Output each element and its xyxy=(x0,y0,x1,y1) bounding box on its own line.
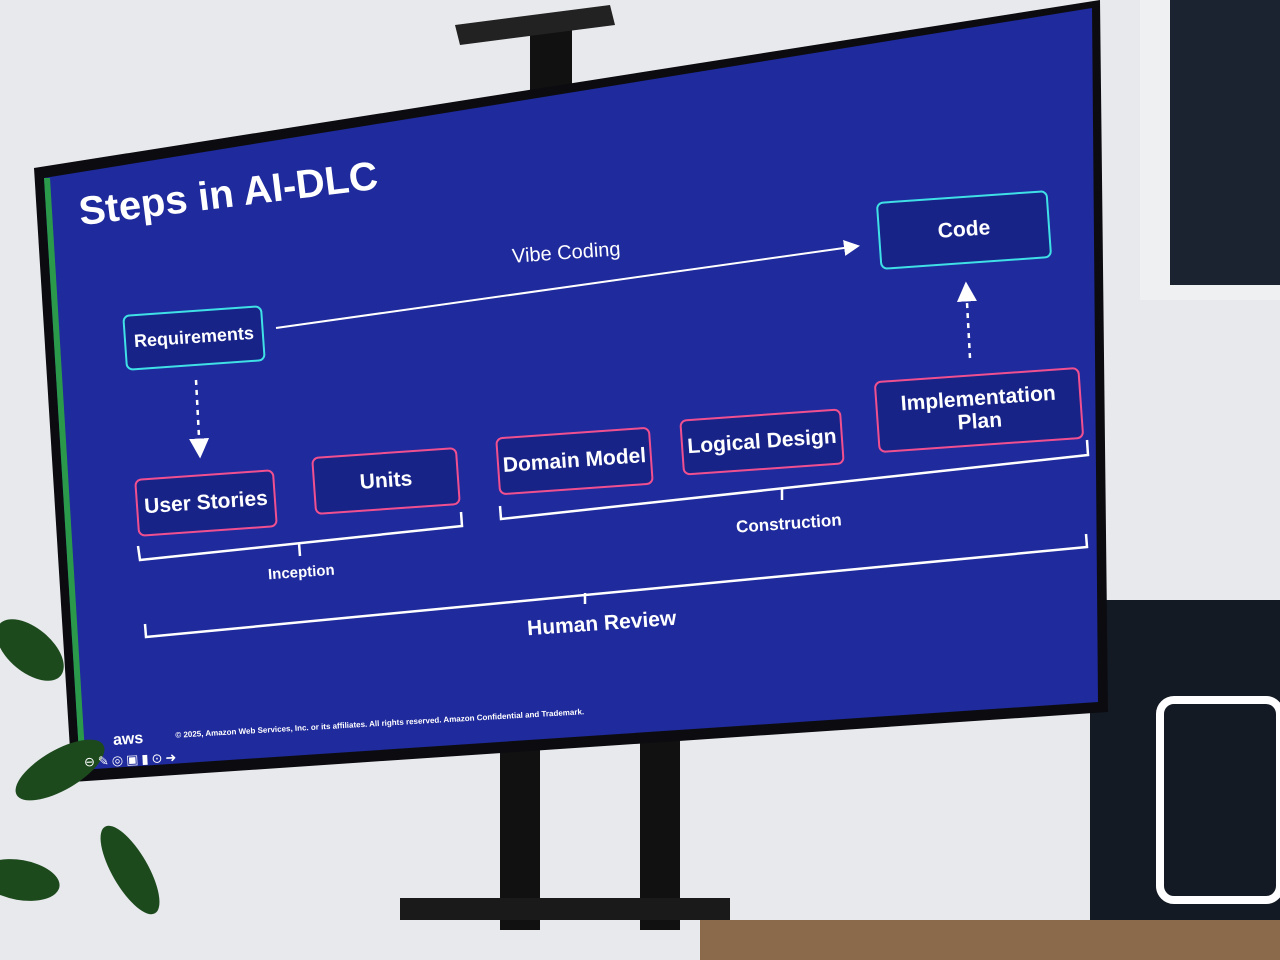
slide-background xyxy=(44,8,1098,770)
captions-icon[interactable]: ▣ xyxy=(125,751,142,768)
next-icon[interactable]: ➜ xyxy=(165,749,180,766)
plan-to-code-arrow xyxy=(956,281,977,359)
plant xyxy=(0,619,160,915)
node-code: Code xyxy=(875,190,1053,270)
podium xyxy=(1090,600,1280,930)
laser-icon[interactable]: ◎ xyxy=(111,752,127,769)
wall-sign xyxy=(1170,0,1280,285)
more-icon[interactable]: ⊙ xyxy=(151,750,166,766)
vibe-coding-arrow xyxy=(275,240,860,329)
requirements-to-user-stories-arrow xyxy=(189,379,210,459)
construction-bracket xyxy=(498,439,1090,521)
node-logical-design: Logical Design xyxy=(679,408,845,476)
node-domain-model: Domain Model xyxy=(495,426,654,496)
node-units: Units xyxy=(311,446,461,516)
aws-logo: aws xyxy=(112,729,144,750)
inception-bracket xyxy=(136,511,464,562)
node-implementation-plan: Implementation Plan xyxy=(873,366,1085,454)
previous-icon[interactable]: ⊖ xyxy=(83,753,99,770)
node-user-stories: User Stories xyxy=(134,469,278,537)
human-review-bracket xyxy=(143,533,1089,639)
node-requirements: Requirements xyxy=(122,305,266,371)
pen-icon[interactable]: ✎ xyxy=(97,753,113,769)
